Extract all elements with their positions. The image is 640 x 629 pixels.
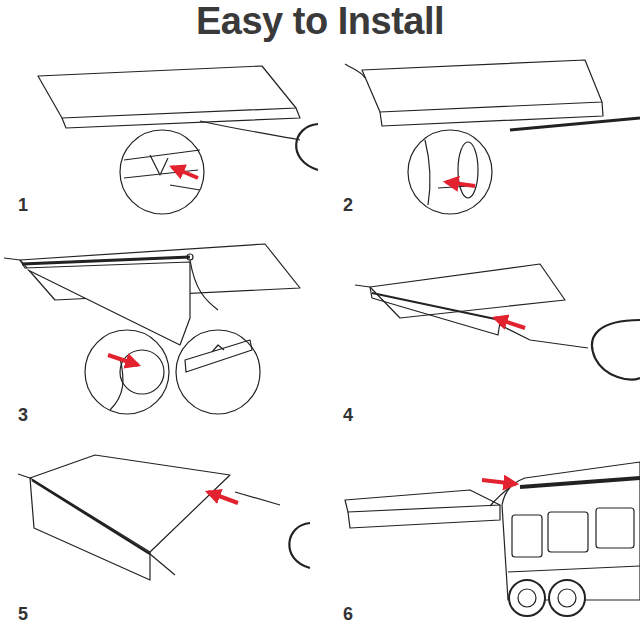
page-title: Easy to Install	[196, 0, 444, 43]
step-number: 2	[343, 195, 353, 216]
step-number: 5	[18, 604, 28, 625]
step-number: 4	[343, 405, 353, 426]
step-number: 6	[343, 604, 353, 625]
step-number: 1	[18, 195, 28, 216]
step-number: 3	[18, 405, 28, 426]
